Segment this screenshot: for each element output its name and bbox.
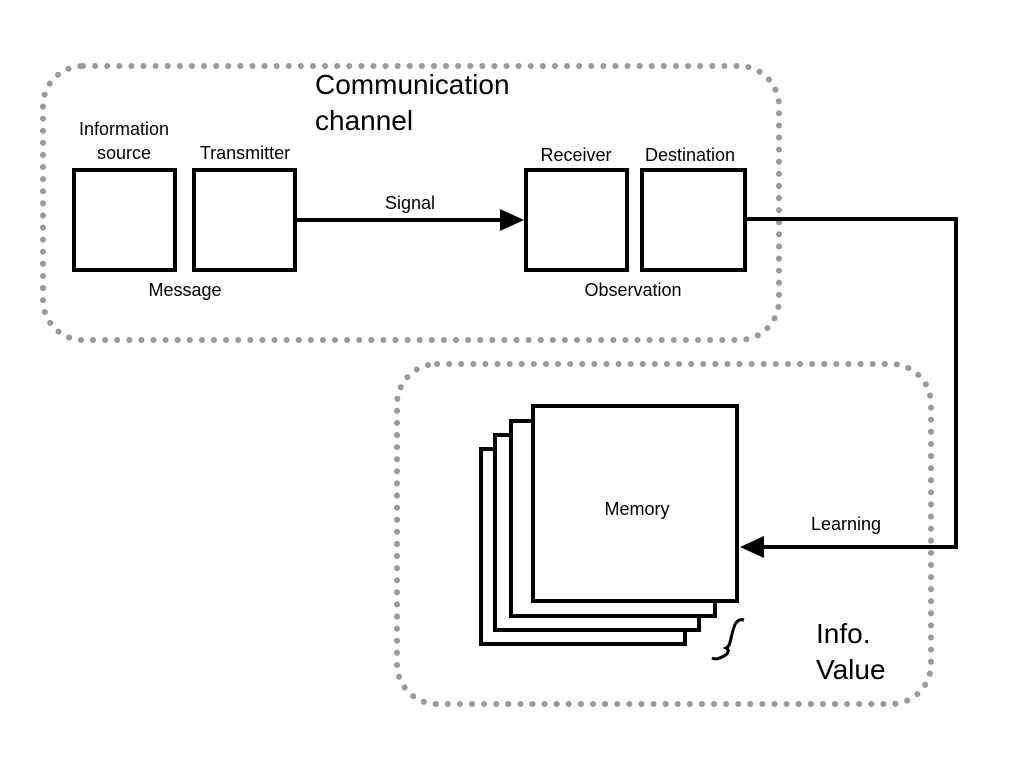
info-value-title-line1: Info. — [816, 618, 871, 649]
signal-label: Signal — [384, 193, 436, 213]
transmitter-label: Transmitter — [199, 143, 291, 163]
transmitter-box — [192, 168, 297, 272]
destination-label: Destination — [644, 145, 736, 165]
memory-label: Memory — [604, 499, 670, 519]
learning-wire — [745, 217, 958, 549]
communication-channel-group — [40, 63, 782, 343]
brace-mark — [711, 618, 745, 661]
information-source-label: Information source — [64, 117, 184, 165]
learning-label: Learning — [810, 514, 882, 534]
learning-arrow-head — [740, 536, 764, 558]
receiver-label: Receiver — [540, 145, 612, 165]
receiver-box — [524, 168, 629, 272]
observation-label: Observation — [584, 280, 682, 300]
information-source-label-line2: source — [96, 143, 152, 163]
destination-box — [640, 168, 747, 272]
communication-channel-title-line1: Communication — [315, 69, 510, 100]
message-label: Message — [148, 280, 222, 300]
info-value-title-line2: Value — [816, 654, 886, 685]
information-source-box — [72, 168, 177, 272]
info-value-title: Info. Value — [816, 616, 886, 688]
information-source-label-line1: Information — [78, 119, 170, 139]
communication-channel-title: Communication channel — [315, 67, 510, 139]
info-value-group — [394, 361, 934, 707]
signal-arrow-head — [500, 209, 524, 231]
communication-channel-title-line2: channel — [315, 105, 414, 136]
memory-box — [531, 404, 739, 603]
